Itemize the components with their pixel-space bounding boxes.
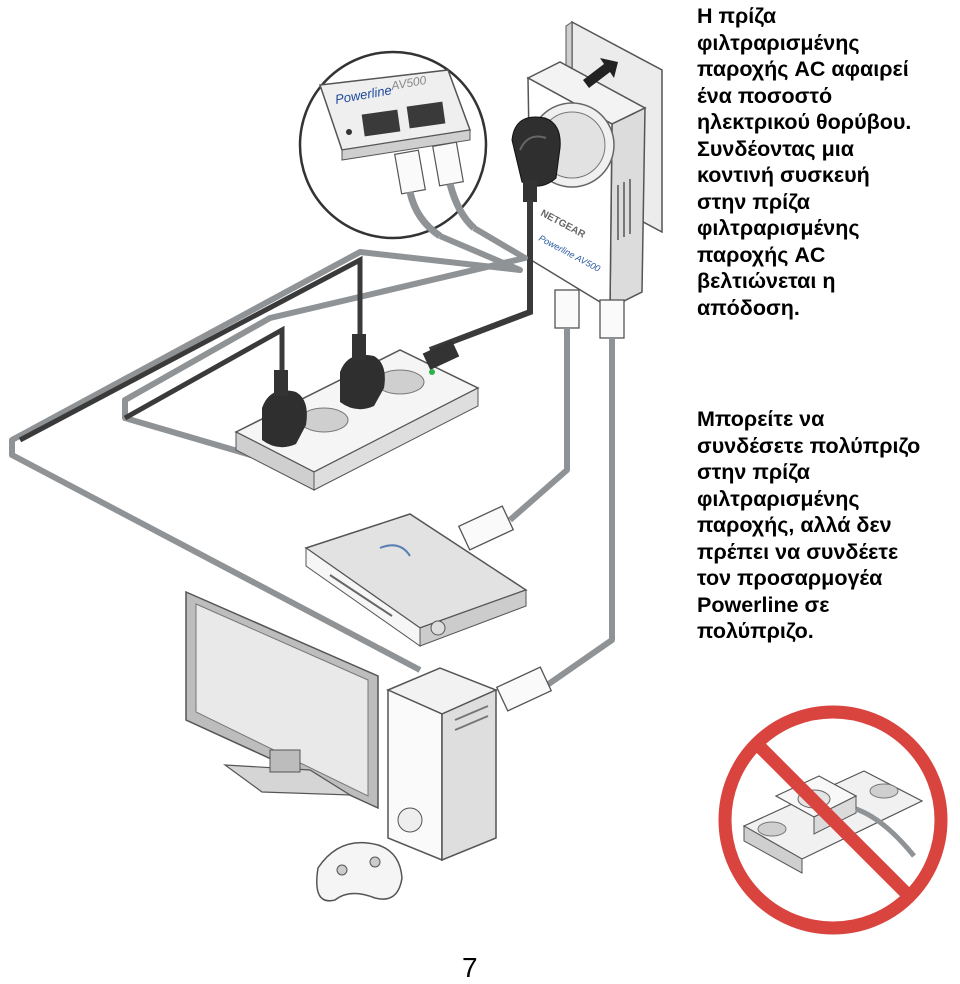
adapter-plug bbox=[511, 116, 561, 270]
ethernet-plug-icon bbox=[457, 505, 553, 712]
adapter-ethernet-jacks bbox=[554, 289, 625, 339]
note-line: απόδοση. bbox=[697, 295, 800, 320]
note-line: τον προσαρμογέα bbox=[697, 566, 883, 590]
strip-plug bbox=[262, 334, 385, 448]
note-line: Η πρίζα bbox=[697, 4, 777, 28]
note-line: ένα ποσοστό bbox=[697, 83, 833, 108]
game-controller bbox=[316, 841, 403, 902]
note-line: πολύπριζο. bbox=[697, 619, 814, 643]
note-line: Powerline σε bbox=[697, 592, 830, 617]
insert-arrow-icon bbox=[583, 58, 618, 88]
note-line: Μπορείτε να bbox=[697, 407, 825, 431]
filtered-outlet-note: Η πρίζα φιλτραρισμένης παροχής AC αφαιρε… bbox=[697, 3, 911, 321]
callout-model-label: AV500 bbox=[389, 73, 428, 93]
note-line: βελτιώνεται η bbox=[697, 269, 836, 293]
note-line: φιλτραρισμένης bbox=[697, 486, 860, 511]
page-number: 7 bbox=[462, 952, 478, 983]
note-line: στην πρίζα bbox=[697, 189, 811, 214]
device-ethernet-cables bbox=[508, 328, 615, 693]
note-line: πρέπει να συνδέετε bbox=[697, 539, 899, 564]
note-line: συνδέσετε πολύπριζο bbox=[697, 433, 921, 458]
power-strip-note: Μπορείτε να συνδέσετε πολύπριζο στην πρί… bbox=[697, 406, 920, 645]
note-line: παροχής AC αφαιρεί bbox=[697, 57, 909, 81]
network-cables bbox=[9, 225, 528, 673]
note-line: παροχής, αλλά δεν bbox=[697, 513, 892, 537]
port-callout-circle: Powerline AV500 bbox=[298, 50, 488, 240]
note-line: φιλτραρισμένης bbox=[697, 216, 860, 240]
powerline-setup-illustration: NETGEAR Powerline AV500 Powerline AV500 bbox=[9, 20, 663, 902]
note-line: φιλτραρισμένης bbox=[697, 30, 860, 55]
no-power-strip-icon bbox=[718, 705, 948, 935]
bluray-player bbox=[304, 513, 528, 647]
note-line: στην πρίζα bbox=[697, 460, 811, 484]
adapter-power-cord bbox=[428, 268, 533, 353]
note-line: Συνδέοντας μια bbox=[697, 136, 854, 161]
note-line: παροχής AC bbox=[697, 242, 826, 267]
note-line: ηλεκτρικού θορύβου. bbox=[697, 110, 912, 134]
tv-monitor bbox=[185, 590, 379, 810]
note-line: κοντινή συσκευή bbox=[697, 163, 870, 187]
game-console bbox=[386, 667, 498, 862]
